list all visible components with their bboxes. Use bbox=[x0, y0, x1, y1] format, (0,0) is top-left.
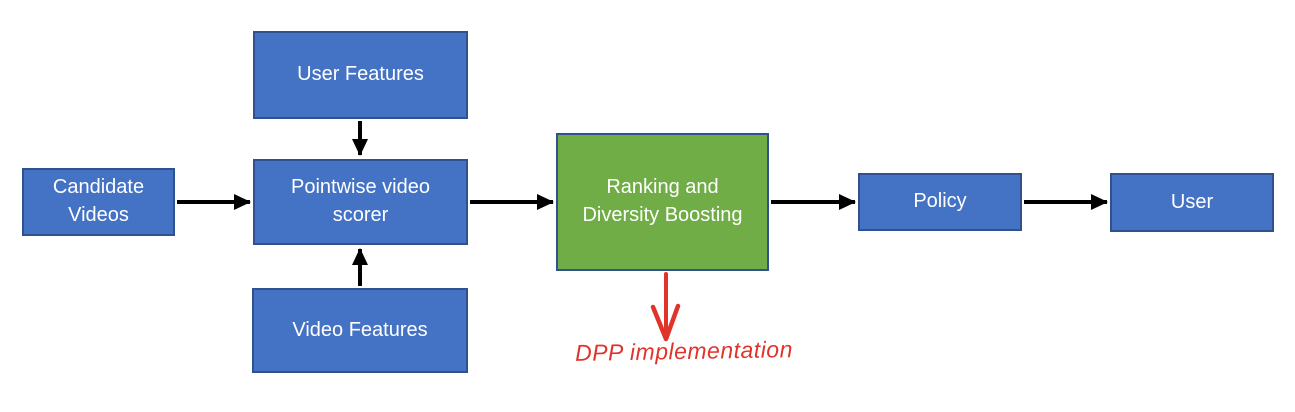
node-ranking-diversity-boosting: Ranking and Diversity Boosting bbox=[556, 133, 769, 271]
node-pointwise-video-scorer-label: Pointwise video scorer bbox=[291, 176, 430, 226]
node-pointwise-video-scorer: Pointwise video scorer bbox=[253, 159, 468, 245]
node-user: User bbox=[1110, 173, 1274, 232]
node-user-features: User Features bbox=[253, 31, 468, 119]
node-candidate-videos: Candidate Videos bbox=[22, 168, 175, 236]
arrow-ranking-to-dpp-annotation bbox=[650, 272, 681, 342]
node-user-features-label: User Features bbox=[297, 63, 424, 86]
node-video-features: Video Features bbox=[252, 288, 468, 373]
node-policy: Policy bbox=[858, 173, 1022, 231]
dpp-implementation-annotation: DPP implementation bbox=[574, 336, 794, 366]
node-policy-label: Policy bbox=[913, 190, 967, 213]
node-user-label: User bbox=[1170, 190, 1214, 213]
node-video-features-label: Video Features bbox=[292, 318, 428, 341]
node-ranking-diversity-boosting-label: Ranking and Diversity Boosting bbox=[582, 176, 743, 226]
node-candidate-videos-label: Candidate Videos bbox=[52, 176, 145, 226]
